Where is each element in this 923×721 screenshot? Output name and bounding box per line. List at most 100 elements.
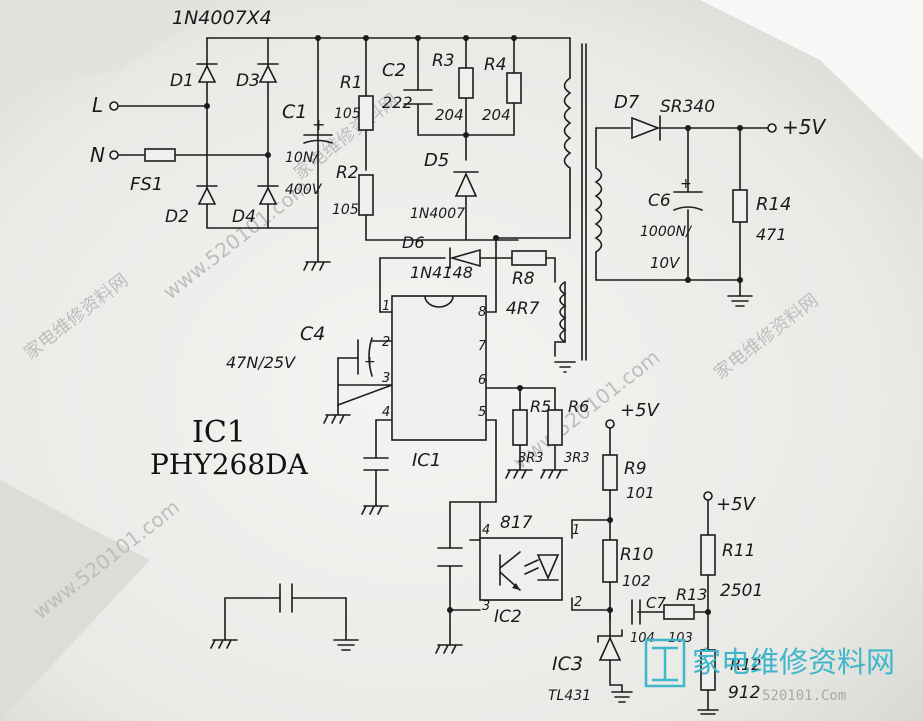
- resistor-r6: [547, 409, 563, 446]
- d2-label: D2: [165, 207, 189, 227]
- c6-label: C6: [648, 191, 671, 211]
- d5-label: D5: [424, 150, 449, 171]
- r12-label: R12: [730, 655, 761, 674]
- ic3-label: IC3: [552, 653, 583, 675]
- r3-label: R3: [432, 51, 455, 71]
- r1-label: R1: [340, 73, 363, 93]
- c7-label: C7: [646, 594, 666, 612]
- diode-d1: [196, 63, 218, 83]
- r8-label: R8: [512, 269, 535, 289]
- capacitor-c6: [673, 191, 703, 211]
- resistor-r14: [732, 189, 748, 223]
- capacitor-opto: [437, 547, 463, 567]
- capacitor-c2: [403, 89, 433, 105]
- c6-value-b: 10V: [650, 254, 681, 272]
- resistor-r12: [700, 649, 716, 691]
- input-n-label: N: [90, 143, 105, 167]
- resistor-r2: [358, 174, 374, 216]
- r10-label: R10: [620, 545, 653, 565]
- d5-value: 1N4007: [410, 206, 465, 222]
- ic1-pin: 1: [382, 299, 390, 314]
- ground-symbols: [210, 254, 753, 715]
- capacitor-ground: [279, 583, 293, 613]
- shunt-regulator-ic3: [597, 629, 623, 661]
- input-l-label: L: [92, 93, 103, 117]
- ic3-value: TL431: [548, 688, 591, 704]
- ic1-pin: 8: [478, 305, 486, 320]
- diode-d3: [257, 63, 279, 83]
- labels: 1N4007X4 L N FS1 D1 D3 D2 D4 C1 + 10N/ 4…: [90, 7, 826, 704]
- d7-label: D7: [614, 92, 640, 113]
- ic2-label: IC2: [494, 607, 522, 627]
- ic1-pin: 2: [382, 335, 390, 350]
- r4-value: 204: [482, 106, 511, 124]
- input-terminal-l: [109, 101, 119, 111]
- capacitor-pin4: [363, 457, 389, 471]
- resistor-r9: [602, 454, 618, 491]
- r2-value: 105: [332, 202, 359, 218]
- logo-text: 家电维修资料网: [692, 645, 895, 679]
- resistor-r1: [358, 95, 374, 131]
- diode-d2: [196, 185, 218, 205]
- logo-mark-icon: [644, 638, 686, 688]
- logo-mark-glyph: [652, 646, 678, 682]
- r13-label: R13: [676, 585, 707, 604]
- r13-value: 103: [668, 631, 693, 646]
- r11-supply-terminal: [703, 491, 713, 501]
- c7-value: 104: [630, 631, 655, 646]
- output-rail-label: +5V: [782, 115, 826, 139]
- d6-value: 1N4148: [410, 263, 473, 282]
- c4-value: 47N/25V: [226, 353, 296, 372]
- resistor-r13: [663, 604, 695, 620]
- resistor-r10: [602, 539, 618, 583]
- ic1-pin: 6: [478, 373, 486, 388]
- resistor-r3: [458, 67, 474, 99]
- ic1-pin: 3: [382, 371, 390, 386]
- c1-label: C1: [282, 101, 307, 123]
- input-terminal-n: [109, 150, 119, 160]
- transformer-secondary: [594, 167, 603, 253]
- r6-label: R6: [568, 397, 589, 416]
- capacitor-c7: [631, 599, 641, 625]
- c4-label: C4: [300, 323, 325, 345]
- paper-crease: [0, 480, 150, 721]
- resistor-r5: [512, 409, 528, 446]
- c6-plus: +: [680, 176, 692, 192]
- fuse-fs1: [144, 148, 176, 162]
- ic1-pin: 7: [478, 339, 487, 354]
- r9-supply-label: +5V: [620, 400, 661, 421]
- ic1-package: [391, 295, 487, 441]
- capacitor-c4: [357, 337, 373, 377]
- caption-ic-part: PHY268DA: [150, 448, 309, 481]
- r11-supply-label: +5V: [716, 494, 757, 515]
- r14-label: R14: [756, 194, 791, 215]
- r9-supply-terminal: [605, 419, 615, 429]
- r2-label: R2: [336, 163, 359, 183]
- c2-value: 222: [382, 93, 413, 112]
- r3-value: 204: [435, 106, 464, 124]
- resistor-r8: [511, 250, 547, 266]
- c6-value-a: 1000N/: [640, 224, 692, 240]
- ic2-pin: 1: [572, 523, 580, 538]
- capacitor-c1: [303, 134, 333, 144]
- r9-label: R9: [624, 459, 647, 479]
- ic1-pin: 5: [478, 405, 486, 420]
- bridge-label: 1N4007X4: [172, 7, 272, 29]
- ic1-pin: 4: [382, 405, 390, 420]
- fs1-label: FS1: [130, 174, 163, 195]
- diode-d4: [257, 185, 279, 205]
- r9-value: 101: [626, 484, 655, 502]
- ic2-pin: 4: [482, 523, 490, 538]
- transformer-core: [581, 43, 587, 361]
- site-logo: 家电维修资料网 520101.Com: [644, 638, 895, 704]
- c1-value-b: 400V: [285, 182, 323, 198]
- r11-label: R11: [722, 541, 755, 561]
- paper-crease: [0, 0, 230, 90]
- paper-crease: [700, 0, 923, 160]
- resistor-r4: [506, 72, 522, 104]
- output-terminal: [767, 123, 777, 133]
- c2-label: C2: [382, 60, 406, 81]
- c4-plus: +: [364, 354, 376, 370]
- r4-label: R4: [484, 55, 507, 75]
